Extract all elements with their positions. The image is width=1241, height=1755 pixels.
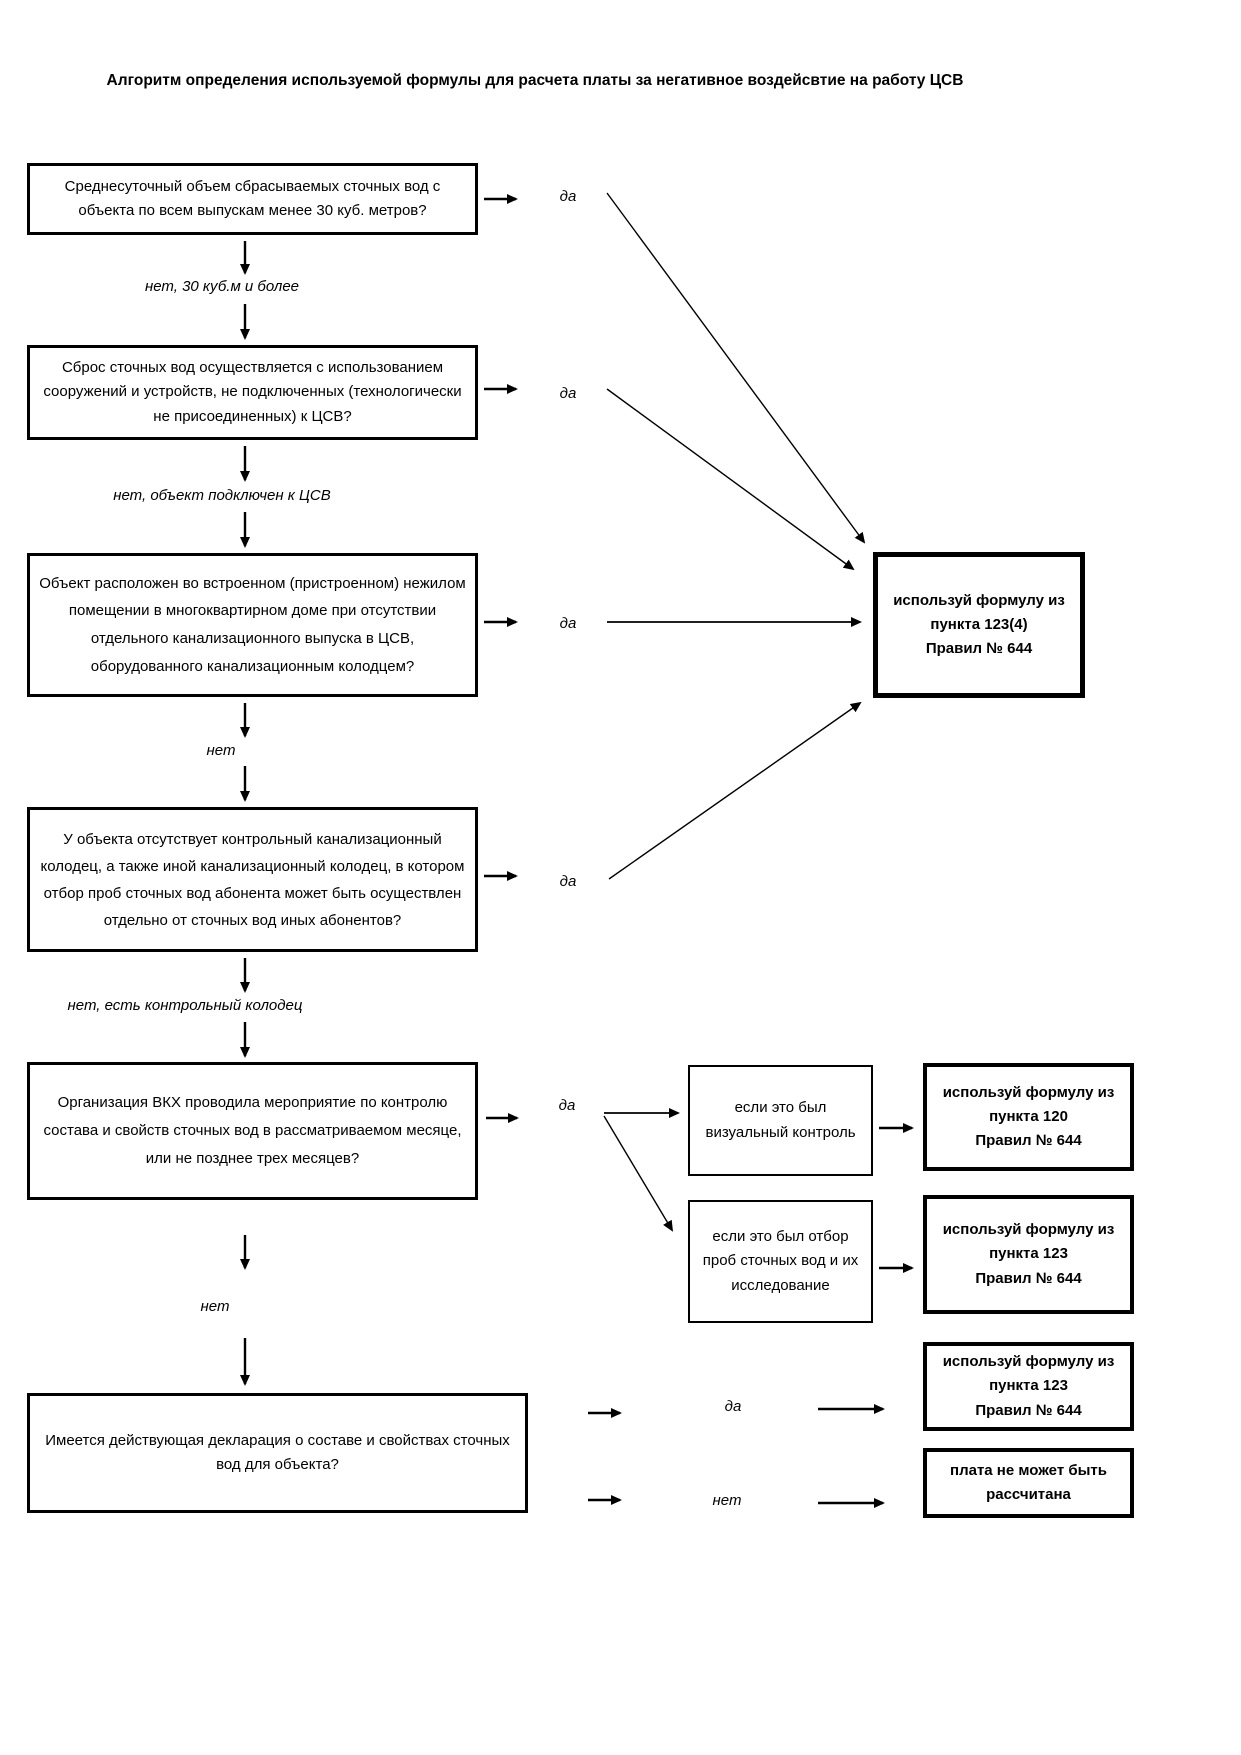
- question-built-in-premises: Объект расположен во встроенном (пристро…: [27, 553, 478, 697]
- condition-sampling-research: если это был отбор проб сточных вод и их…: [688, 1200, 873, 1323]
- question-declaration-exists: Имеется действующая декларация о составе…: [27, 1393, 528, 1513]
- result-formula-120: используй формулу из пункта 120 Правил №…: [923, 1063, 1134, 1171]
- edge-label-yes-q3: да: [559, 615, 577, 632]
- edge-label-yes-q4: да: [559, 873, 577, 890]
- question-volume-under-30: Среднесуточный объем сбрасываемых сточны…: [27, 163, 478, 235]
- edge-label-no-30cub: нет, 30 куб.м и более: [144, 278, 300, 295]
- question-no-control-well: У объекта отсутствует контрольный канали…: [27, 807, 478, 952]
- result-formula-123-declaration: используй формулу из пункта 123 Правил №…: [923, 1342, 1134, 1431]
- edge-label-yes-q5: да: [558, 1097, 576, 1114]
- result-no-payment: плата не может быть рассчитана: [923, 1448, 1134, 1518]
- edge-label-no-q5: нет: [200, 1298, 230, 1315]
- result-formula-123-sampling: используй формулу из пункта 123 Правил №…: [923, 1195, 1134, 1314]
- edge-label-yes-q1: да: [559, 188, 577, 205]
- edge-label-no-connected: нет, объект подключен к ЦСВ: [113, 487, 331, 504]
- page-title: Алгоритм определения используемой формул…: [106, 72, 964, 89]
- edge-label-no-has-well: нет, есть контрольный колодец: [67, 997, 303, 1014]
- edge-label-no-q3: нет: [206, 742, 236, 759]
- edge-label-yes-q2: да: [559, 385, 577, 402]
- question-vkh-control-event: Организация ВКХ проводила мероприятие по…: [27, 1062, 478, 1200]
- edge-label-no-q6: нет: [712, 1492, 742, 1509]
- condition-visual-control: если это был визуальный контроль: [688, 1065, 873, 1176]
- edge-label-yes-q6: да: [724, 1398, 742, 1415]
- question-not-connected-devices: Сброс сточных вод осуществляется с испол…: [27, 345, 478, 440]
- result-formula-123-4: используй формулу из пункта 123(4) Прави…: [873, 552, 1085, 698]
